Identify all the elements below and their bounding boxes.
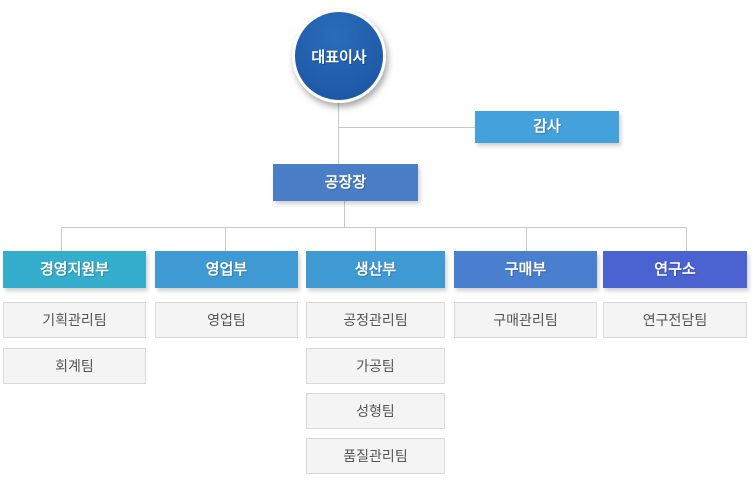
- department-box-4: 구매부: [454, 251, 597, 288]
- department-box-5: 연구소: [603, 251, 747, 288]
- team-box: 품질관리팀: [306, 438, 445, 474]
- team-box: 가공팀: [306, 348, 445, 384]
- ceo-node: 대표이사: [292, 9, 386, 103]
- team-box: 영업팀: [155, 302, 298, 338]
- department-box-1: 경영지원부: [3, 251, 146, 288]
- team-box: 회계팀: [3, 348, 146, 384]
- team-box: 기획관리팀: [3, 302, 146, 338]
- auditor-box: 감사: [475, 111, 619, 143]
- team-box: 연구전담팀: [603, 302, 747, 338]
- team-box: 공정관리팀: [306, 302, 445, 338]
- factory-manager-box: 공장장: [273, 164, 418, 201]
- department-box-3: 생산부: [306, 251, 445, 288]
- department-box-2: 영업부: [155, 251, 298, 288]
- team-box: 구매관리팀: [454, 302, 597, 338]
- team-box: 성형팀: [306, 393, 445, 429]
